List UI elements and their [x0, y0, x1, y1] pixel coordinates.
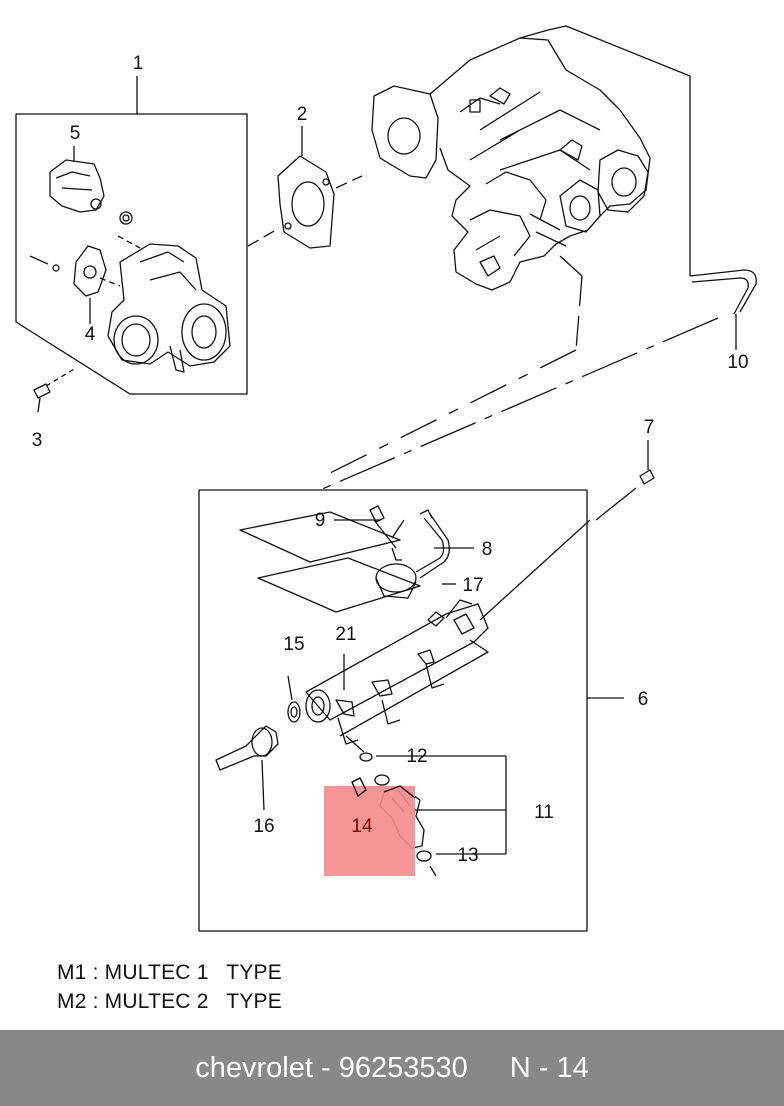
part-label-6: 6 [638, 689, 649, 710]
part-label-11: 11 [534, 802, 554, 823]
legend-multec-1: M1 : MULTEC 1 TYPE [57, 961, 282, 984]
fuel-rail-assembly [198, 489, 624, 932]
part-label-3: 3 [32, 430, 43, 451]
fuel-rail [305, 519, 591, 745]
part-label-9: 9 [315, 510, 326, 531]
part-label-12: 12 [406, 746, 427, 767]
fuel-pressure-regulator [369, 505, 450, 599]
part-label-13: 13 [457, 845, 478, 866]
intake-manifold [371, 25, 691, 291]
throttle-body [99, 235, 231, 373]
part-label-5: 5 [70, 123, 81, 144]
throttle-position-sensor [29, 245, 107, 324]
part-label-16: 16 [253, 816, 274, 837]
footer-bar: chevrolet - 96253530 N - 14 [0, 1030, 784, 1106]
part-label-4: 4 [85, 324, 96, 345]
highlight-part-14 [324, 786, 415, 876]
fuel-rail-bolt [639, 440, 655, 485]
part-label-21: 21 [335, 624, 356, 645]
fuel-inlet-fitting [215, 675, 301, 811]
footer-page-code: N - 14 [509, 1051, 589, 1084]
part-label-8: 8 [482, 539, 493, 560]
throttle-body-gasket [277, 126, 335, 249]
vacuum-hose [689, 269, 757, 350]
part-label-7: 7 [644, 417, 655, 438]
legend-multec-2: M2 : MULTEC 2 TYPE [57, 990, 282, 1013]
bolt [33, 367, 77, 413]
part-label-2: 2 [297, 104, 308, 125]
footer-brand-part-number: chevrolet - 96253530 [195, 1051, 468, 1084]
part-label-15: 15 [283, 634, 304, 655]
part-label-14: 14 [351, 816, 373, 837]
throttle-body-assembly [15, 76, 248, 395]
part-label-1: 1 [133, 53, 144, 74]
idle-air-control-valve [49, 146, 133, 225]
part-label-10: 10 [727, 352, 748, 373]
parts-diagram: 1 2 3 4 5 6 7 8 9 10 11 12 13 14 15 16 1… [15, 25, 757, 932]
part-label-17: 17 [462, 575, 483, 596]
